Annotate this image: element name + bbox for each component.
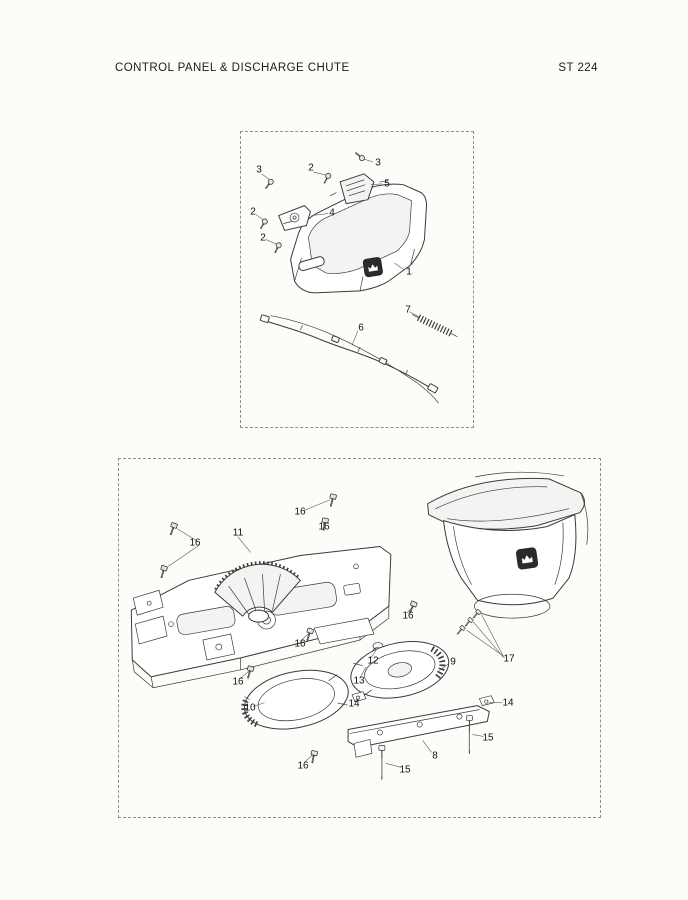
control-panel-artwork: [255, 149, 458, 404]
part-callout-16: 16: [294, 506, 306, 518]
part-callout-5: 5: [384, 178, 390, 190]
part-callout-16: 16: [189, 537, 201, 549]
brand-badge: [362, 257, 383, 278]
page-header: CONTROL PANEL & DISCHARGE CHUTE ST 224: [115, 62, 598, 74]
part-callout-3: 3: [375, 157, 381, 169]
part-callout-3: 3: [256, 164, 262, 176]
part-callout-12: 12: [367, 655, 379, 667]
part-callout-16: 16: [294, 638, 306, 650]
part-callout-2: 2: [260, 232, 266, 244]
part-callout-1: 1: [406, 266, 412, 278]
part-callout-2: 2: [308, 162, 314, 174]
part-callout-16: 16: [402, 610, 414, 622]
part-callout-7: 7: [405, 304, 411, 316]
part-callout-10: 10: [244, 702, 256, 714]
part-callout-4: 4: [329, 207, 335, 219]
part-callout-17: 17: [503, 653, 515, 665]
bolt-15-right: [466, 715, 473, 754]
part-callout-9: 9: [450, 656, 456, 668]
part-callout-6: 6: [358, 322, 364, 334]
part-callout-2: 2: [250, 206, 256, 218]
model-number: ST 224: [558, 62, 598, 74]
leader-lines: [255, 158, 419, 346]
bolt-15-left: [378, 745, 386, 780]
part-callout-14: 14: [502, 697, 514, 709]
part-callout-13: 13: [353, 675, 365, 687]
part-callout-16: 16: [297, 760, 309, 772]
part-callout-15: 15: [399, 764, 411, 776]
part-callout-8: 8: [432, 750, 438, 762]
part-callout-14: 14: [348, 698, 360, 710]
part-callout-16: 16: [318, 521, 330, 533]
discharge-chute-artwork: [130, 471, 589, 780]
part-callout-11: 11: [232, 527, 244, 539]
part-callout-16: 16: [232, 676, 244, 688]
brand-badge: [516, 547, 539, 570]
page-title: CONTROL PANEL & DISCHARGE CHUTE: [115, 62, 350, 74]
part-callout-15: 15: [482, 732, 494, 744]
leader-lines: [167, 499, 505, 768]
